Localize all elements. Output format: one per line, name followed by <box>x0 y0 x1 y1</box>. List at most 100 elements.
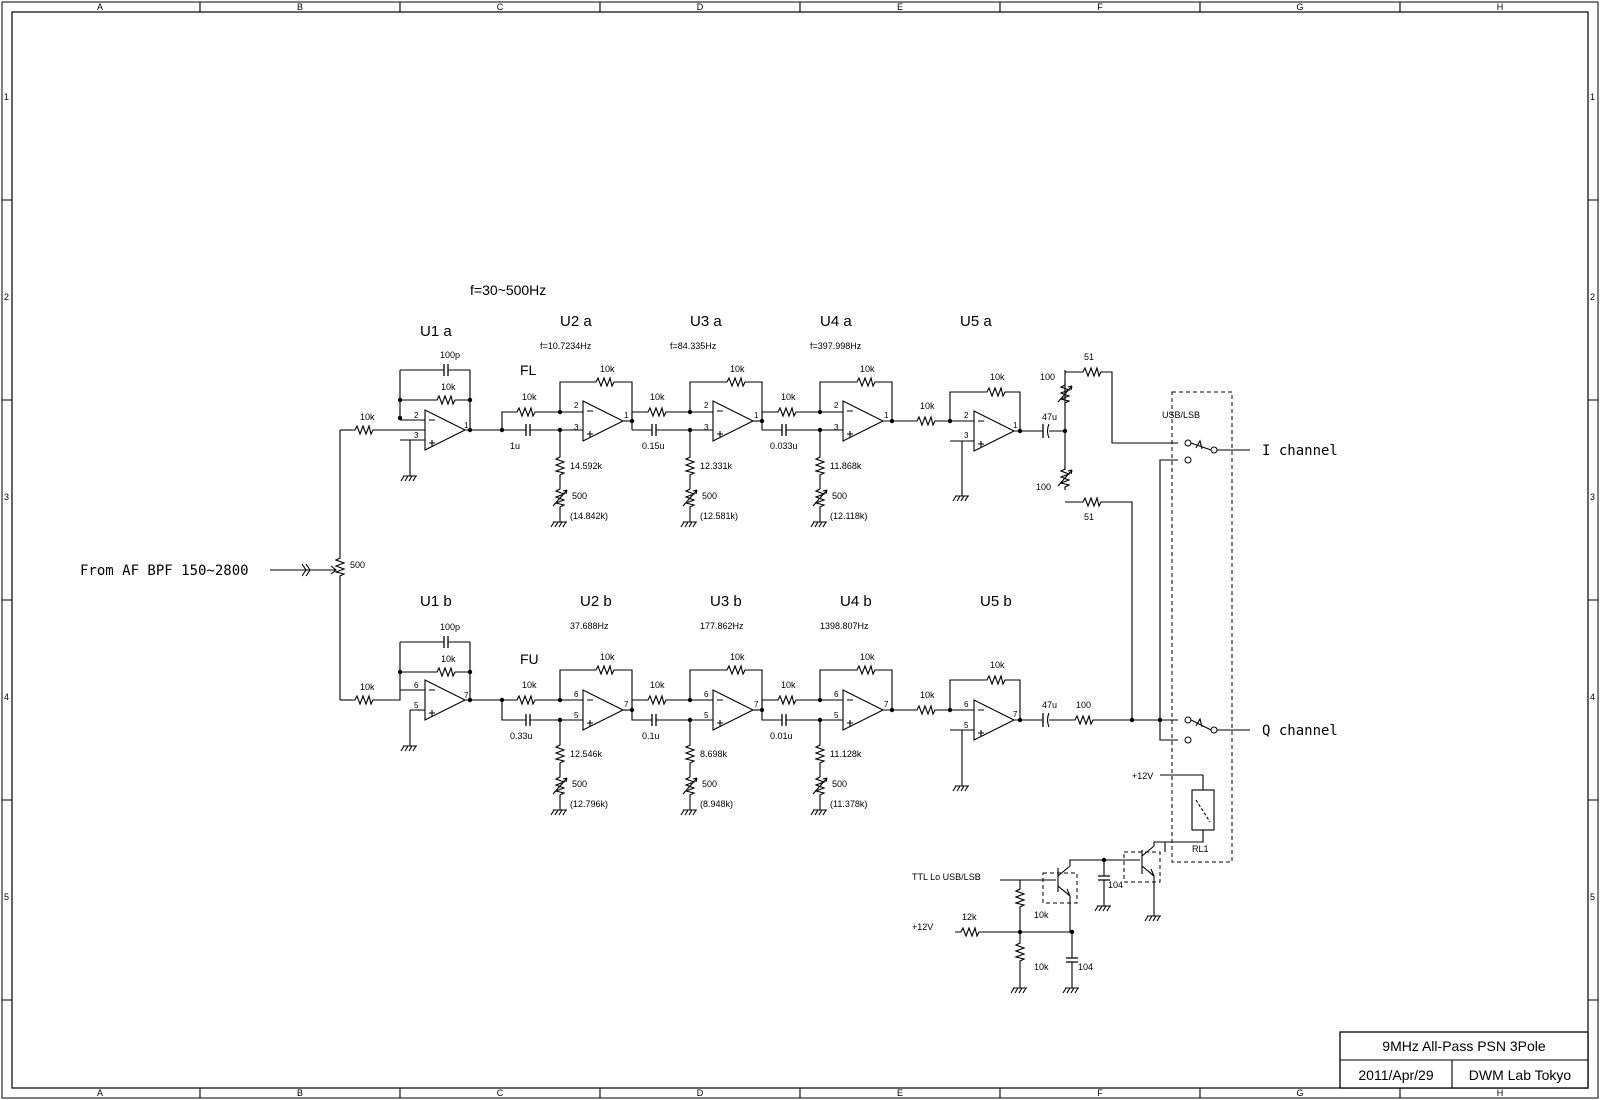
svg-text:0.01u: 0.01u <box>770 731 793 741</box>
col-label-bottom: E <box>897 1088 903 1098</box>
col-label-top: G <box>1296 2 1303 12</box>
label-u2b: U2 b <box>580 593 612 610</box>
row-label-right: 2 <box>1590 292 1595 302</box>
output-q-channel: Q channel <box>1262 723 1338 739</box>
svg-text:3: 3 <box>414 431 419 440</box>
opamp-u5b: 10k 6 5 7 10k U5 b <box>913 593 1021 792</box>
svg-text:500: 500 <box>702 779 717 789</box>
svg-text:6: 6 <box>574 690 579 699</box>
row-label-right: 3 <box>1590 492 1595 502</box>
svg-text:100: 100 <box>1076 700 1091 710</box>
input-label: From AF BPF 150~2800 <box>80 563 249 579</box>
svg-text:2: 2 <box>704 401 709 410</box>
label-u5a: U5 a <box>960 313 992 330</box>
svg-text:2: 2 <box>414 411 419 420</box>
svg-text:10k: 10k <box>360 682 375 692</box>
svg-text:47u: 47u <box>1042 700 1057 710</box>
svg-text:10k: 10k <box>920 401 935 411</box>
stage-u2a: 2 3 1 10k 10k 1u 14.592k 500 (14.842k) U… <box>501 313 633 528</box>
svg-text:RL1: RL1 <box>1192 844 1209 854</box>
svg-text:(11.378k): (11.378k) <box>830 799 867 809</box>
svg-text:10k: 10k <box>650 680 665 690</box>
row-label-left: 1 <box>4 92 9 102</box>
svg-text:1: 1 <box>884 411 889 420</box>
svg-text:7: 7 <box>754 700 759 709</box>
col-label-top: A <box>97 2 103 12</box>
title-date: 2011/Apr/29 <box>1358 1067 1433 1083</box>
svg-text:3: 3 <box>704 423 709 432</box>
svg-text:1: 1 <box>624 411 629 420</box>
svg-text:TTL Lo USB/LSB: TTL Lo USB/LSB <box>912 872 981 882</box>
svg-text:12.546k: 12.546k <box>570 749 603 759</box>
svg-text:500: 500 <box>572 491 587 501</box>
svg-text:f=84.335Hz: f=84.335Hz <box>670 341 717 351</box>
svg-text:2: 2 <box>964 411 969 420</box>
svg-text:(12.118k): (12.118k) <box>830 511 867 521</box>
relay-driver: TTL Lo USB/LSB +12V 12k 10k 10k 104 104 <box>912 841 1165 994</box>
svg-text:+12V: +12V <box>912 922 933 932</box>
svg-text:5: 5 <box>834 711 839 720</box>
svg-text:10k: 10k <box>730 364 745 374</box>
svg-text:(8.948k): (8.948k) <box>700 799 733 809</box>
freq-range: f=30~500Hz <box>470 282 546 298</box>
svg-text:(12.581k): (12.581k) <box>700 511 738 521</box>
svg-text:10k: 10k <box>730 652 745 662</box>
svg-text:5: 5 <box>964 721 969 730</box>
label-u3a: U3 a <box>690 313 722 330</box>
svg-text:177.862Hz: 177.862Hz <box>700 621 744 631</box>
svg-text:7: 7 <box>624 700 629 709</box>
svg-text:10k: 10k <box>441 654 456 664</box>
svg-text:10k: 10k <box>600 364 615 374</box>
svg-text:10k: 10k <box>860 364 875 374</box>
svg-text:14.592k: 14.592k <box>570 461 603 471</box>
svg-text:100: 100 <box>1040 372 1055 382</box>
svg-text:500: 500 <box>832 491 847 501</box>
label-u2a: U2 a <box>560 313 592 330</box>
col-label-top: B <box>297 2 303 12</box>
col-label-bottom: G <box>1296 1088 1303 1098</box>
svg-text:(14.842k): (14.842k) <box>570 511 608 521</box>
svg-text:100p: 100p <box>440 350 460 360</box>
svg-text:(12.796k): (12.796k) <box>570 799 608 809</box>
col-label-top: D <box>697 2 704 12</box>
svg-text:1: 1 <box>1013 421 1018 430</box>
label-u3b: U3 b <box>710 593 742 610</box>
row-label-left: 3 <box>4 492 9 502</box>
svg-text:500: 500 <box>572 779 587 789</box>
svg-text:+12V: +12V <box>1132 771 1153 781</box>
svg-text:0.033u: 0.033u <box>770 441 798 451</box>
label-u4a: U4 a <box>820 313 852 330</box>
svg-text:0.1u: 0.1u <box>642 731 660 741</box>
label-u1b: U1 b <box>420 593 452 610</box>
svg-text:500: 500 <box>832 779 847 789</box>
col-label-top: F <box>1097 2 1103 12</box>
opamp-u5a: 10k 2 3 1 10k U5 a <box>913 313 1021 502</box>
stage-u2b: 6 5 7 10k 10k 0.33u 12.546k 500 (12.796k… <box>501 593 633 816</box>
stage-u3b: 6 5 7 10k 10k 0.1u 8.698k 500 (8.948k) U… <box>631 593 763 816</box>
svg-text:5: 5 <box>414 701 419 710</box>
svg-text:10k: 10k <box>990 660 1005 670</box>
svg-text:10k: 10k <box>360 412 375 422</box>
upper-chain: 10k 2 3 1 U1 a 100p 10k FL <box>340 313 1178 721</box>
grid-labels: A B C D E F G H A B C D E F G H 1 2 3 4 … <box>4 2 1595 1098</box>
lower-chain: 10k 6 5 7 U1 b 100p 10k FU <box>340 459 1178 816</box>
svg-text:51: 51 <box>1084 512 1094 522</box>
svg-text:1: 1 <box>464 421 469 430</box>
svg-text:100: 100 <box>1036 482 1051 492</box>
svg-text:47u: 47u <box>1042 412 1057 422</box>
svg-text:10k: 10k <box>1034 962 1049 972</box>
svg-text:0.33u: 0.33u <box>510 731 533 741</box>
svg-text:10k: 10k <box>522 392 537 402</box>
svg-text:10k: 10k <box>1034 910 1049 920</box>
svg-text:11.868k: 11.868k <box>830 461 862 471</box>
col-label-bottom: F <box>1097 1088 1103 1098</box>
col-label-bottom: D <box>697 1088 704 1098</box>
svg-text:7: 7 <box>884 700 889 709</box>
svg-text:10k: 10k <box>441 382 456 392</box>
row-label-left: 4 <box>4 692 9 702</box>
svg-text:10k: 10k <box>990 372 1005 382</box>
tag-fu: FU <box>520 651 539 667</box>
svg-text:10k: 10k <box>781 392 796 402</box>
